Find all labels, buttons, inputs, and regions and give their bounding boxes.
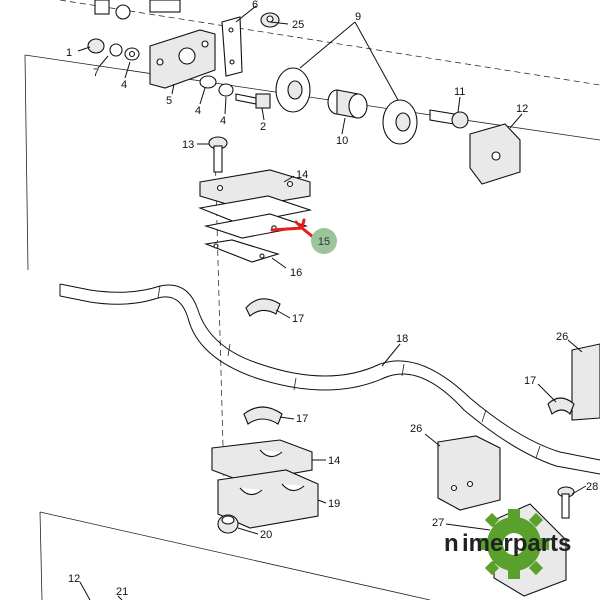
callout-c26b: 26 [410, 423, 422, 435]
part-bolt-top [94, 0, 181, 20]
callout-c14a: 14 [296, 169, 308, 181]
callout-c4c: 4 [220, 115, 226, 127]
callout-c21: 21 [116, 586, 128, 598]
part-flange-9b [382, 99, 418, 145]
gear-icon [479, 509, 549, 579]
callout-c20: 20 [260, 529, 272, 541]
part-bushing-17b [547, 397, 575, 415]
part-washers-left [87, 38, 140, 61]
callout-c13: 13 [182, 139, 194, 151]
part-shim-16 [203, 239, 280, 263]
part-shim-15 [198, 195, 313, 239]
callout-c14b: 14 [328, 455, 340, 467]
part-bushing-10 [327, 89, 368, 119]
callout-c5: 5 [166, 95, 172, 107]
callout-c17a: 17 [292, 313, 304, 325]
callout-c26a: 26 [556, 331, 568, 343]
callout-c18: 18 [396, 333, 408, 345]
part-clamp-14a [199, 169, 311, 209]
watermark-brand-n: n [444, 530, 459, 557]
callout-c19: 19 [328, 498, 340, 510]
callout-c25: 25 [292, 19, 304, 31]
part-bolt-11 [429, 109, 469, 129]
part-bolt-28 [557, 486, 575, 519]
callout-c17c: 17 [296, 413, 308, 425]
part-bushing-17a [245, 298, 281, 317]
callout-c17b: 17 [524, 375, 536, 387]
sway-bar-18 [59, 283, 600, 475]
callout-c9: 9 [355, 11, 361, 23]
part-block-26b [437, 435, 501, 511]
callout-c12a: 12 [516, 103, 528, 115]
callout-c11: 11 [454, 86, 465, 98]
watermark-logo: n imerparts [444, 509, 571, 579]
callout-c12b: 12 [68, 573, 80, 585]
part-nut-20 [217, 514, 239, 534]
callout-c6: 6 [252, 0, 258, 11]
part-plate-6 [221, 16, 243, 77]
part-flange-9a [275, 67, 311, 113]
callout-c10: 10 [336, 135, 348, 147]
leader-lines [77, 5, 587, 601]
watermark-brand-text: imerparts [462, 530, 571, 557]
part-bracket-5 [149, 29, 216, 89]
part-bushing-17c [243, 406, 283, 425]
part-block-12 [469, 123, 521, 185]
callout-badge-15 [311, 228, 337, 254]
part-bracket-26a [571, 343, 600, 421]
callout-c1: 1 [66, 47, 72, 59]
callout-c7: 7 [93, 67, 99, 79]
part-bolt-13 [208, 136, 228, 173]
callout-c28: 28 [586, 481, 598, 493]
callout-15-label: 15 [318, 236, 330, 248]
callout-c4a: 4 [121, 79, 127, 91]
callout-c16: 16 [290, 267, 302, 279]
callout-c2: 2 [260, 121, 266, 133]
callout-c27: 27 [432, 517, 444, 529]
callout-c4b: 4 [195, 105, 201, 117]
part-clamp-19 [217, 469, 319, 529]
part-bolt-2 [199, 75, 271, 109]
part-nut-25 [260, 12, 280, 28]
